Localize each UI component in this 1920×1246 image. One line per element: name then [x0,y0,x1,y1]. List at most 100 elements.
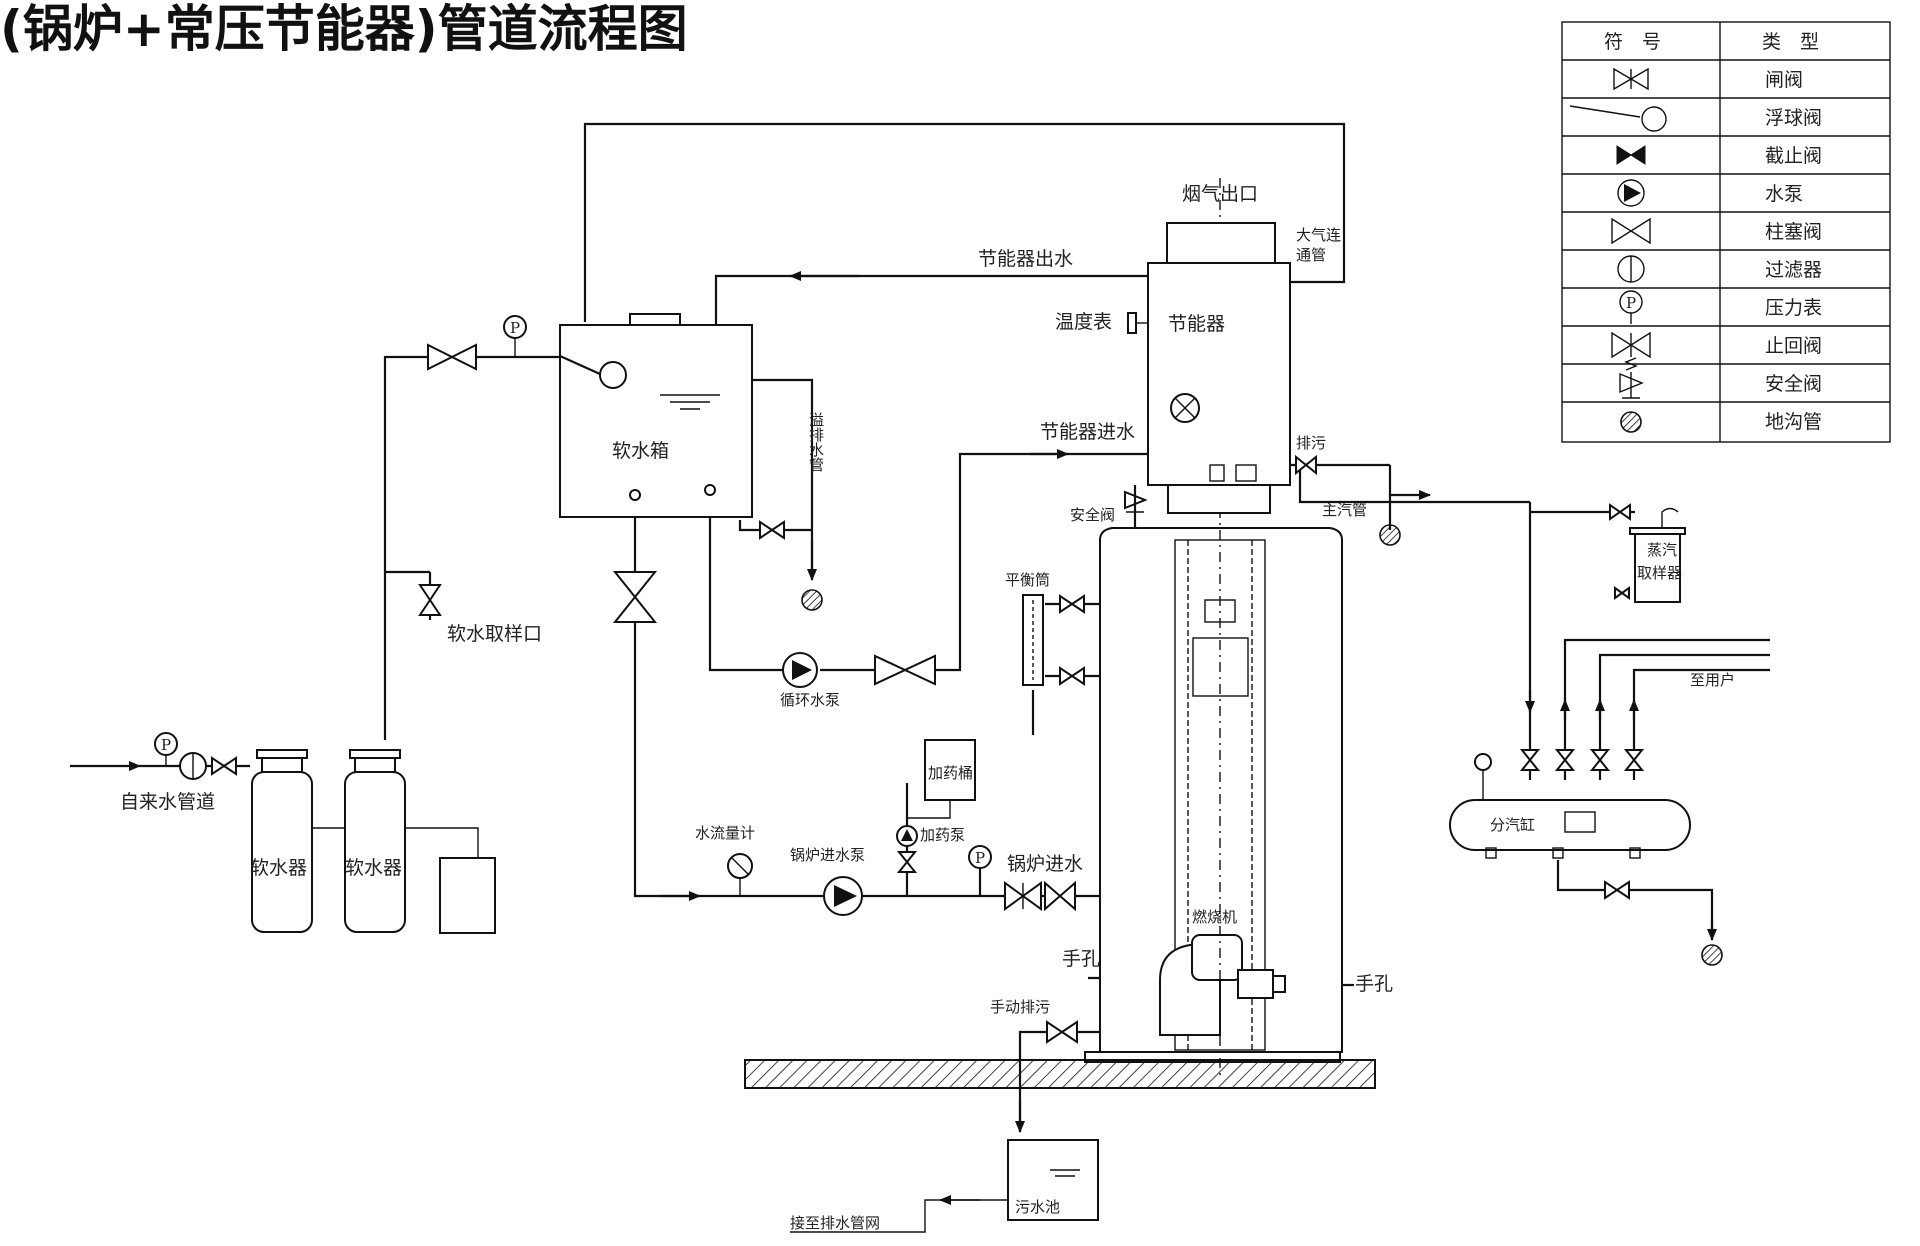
feed-pump-label: 锅炉进水泵 [790,846,865,864]
header-valve-2 [1554,749,1576,771]
stop-valve-icon [1616,145,1646,165]
gate-valve-icon [1613,67,1649,91]
handhole-left-label: 手孔 [1062,948,1100,970]
economizer-out-label: 节能器出水 [978,248,1073,270]
flowmeter: 水流量计 [695,824,755,896]
safety-valve-icon [1619,357,1644,399]
tank-outlet-plunger-valve [612,571,658,623]
legend-type-2: 截止阀 [1765,145,1822,167]
economizer-drain-valve [1295,454,1317,476]
economizer-in-label: 节能器进水 [1040,421,1135,443]
float-valve [559,354,627,389]
burner-label: 燃烧机 [1192,908,1237,926]
boiler-safety-valve: 安全阀 [1070,485,1148,528]
handhole-right-label: 手孔 [1355,973,1393,995]
balance-column: 平衡筒 [1005,571,1085,686]
economizer: 烟气出口 节能器 [1147,183,1291,514]
boiler: 燃烧机 手孔 手孔 [1062,527,1393,1063]
thermometer [1127,312,1148,334]
legend-type-6: 压力表 [1765,297,1822,319]
manual-blow-label: 手动排污 [990,998,1050,1016]
sewage-pool: 污水池 [1007,1139,1099,1221]
sewage-label: 排污 [1296,434,1326,452]
balance-label: 平衡筒 [1005,571,1050,589]
legend-header-type: 类 型 [1762,31,1819,53]
steam-sampler: 蒸汽 取样器 [1609,503,1686,603]
circulation-pump: 循环水泵 [780,652,840,709]
atmos-vent-label: 大气连 [1296,226,1341,244]
blowdown-valve-1 [1046,1020,1078,1044]
tap-water-filter [179,752,207,780]
flue-outlet-label: 烟气出口 [1182,183,1258,205]
floor-drain-2 [1379,524,1401,546]
tap-water-pressure-gauge: P [154,732,178,766]
sewage-pool-label: 污水池 [1015,1198,1060,1216]
p-letter-2: P [510,319,520,337]
legend-type-0: 闸阀 [1765,69,1803,91]
tap-water-gate-valve [211,756,237,776]
flowmeter-label: 水流量计 [695,824,755,842]
steam-header: 分汽缸 [1449,753,1691,859]
water-pump-icon [1617,179,1645,207]
header-valve-4 [1623,749,1645,771]
plunger-valve-icon [1611,217,1651,245]
overflow-gate-valve [759,520,785,540]
to-drain-label: 接至排水管网 [790,1214,880,1232]
legend-type-3: 水泵 [1765,183,1803,205]
legend-p-letter: P [1626,294,1636,312]
tap-water-label: 自来水管道 [120,791,215,813]
safety-valve-label: 安全阀 [1070,506,1115,524]
brine-tank [439,857,496,934]
dosing-pump-label: 加药泵 [920,826,965,844]
page-title: (锅炉+常压节能器)管道流程图 [0,0,688,58]
soft-water-tank: 软水箱 [559,313,753,518]
boiler-in-label: 锅炉进水 [1007,853,1083,875]
softener-1-label: 软水器 [250,857,307,879]
dosing-tank [924,739,976,801]
pressure-gauge-icon: P [1619,290,1643,324]
feed-pump: 锅炉进水泵 [790,846,865,916]
steam-sampler-label-1: 蒸汽 [1647,541,1677,559]
legend-type-4: 柱塞阀 [1765,221,1822,243]
soft-line-plunger-valve [427,343,477,371]
legend-type-8: 安全阀 [1765,373,1822,395]
soft-tank-label: 软水箱 [612,440,669,462]
legend-header-symbol: 符 号 [1604,31,1661,53]
atmos-vent-label-2: 通管 [1296,246,1326,264]
ground-slab [744,1059,1376,1089]
economizer-label: 节能器 [1168,313,1225,335]
header-valve-1 [1519,749,1541,771]
thermometer-label: 温度表 [1055,311,1112,333]
dosing-valve [896,851,918,873]
floor-drain-3 [1701,944,1723,966]
legend-type-9: 地沟管 [1765,411,1822,433]
legend-type-5: 过滤器 [1765,259,1822,281]
legend-type-1: 浮球阀 [1765,107,1822,129]
to-user-label: 至用户 [1690,671,1735,689]
dosing-tank-label: 加药桶 [928,764,973,782]
soft-line-pressure-gauge: P [503,315,527,357]
overflow-label: 溢排水管 [807,412,825,472]
softener-2-label: 软水器 [345,857,402,879]
circ-pump-label: 循环水泵 [780,691,840,709]
soft-sample-valve [418,584,442,616]
header-valve-3 [1589,749,1611,771]
filter-icon [1617,255,1645,283]
main-steam-label: 主汽管 [1322,501,1367,519]
circulation-plunger-valve [874,654,936,686]
legend-type-7: 止回阀 [1765,335,1822,357]
feed-gate-valve [1044,880,1076,912]
softener-1: 软水器 [250,749,313,933]
dosing-pump: 加药泵 [896,825,965,847]
floor-drain-1 [801,589,823,611]
legend-table: 符 号 类 型 P [1561,21,1891,443]
p-letter-1: P [161,736,171,754]
feed-pressure-gauge: P [968,845,992,869]
floor-drain-icon [1620,411,1642,433]
steam-sampler-label-2: 取样器 [1637,564,1682,582]
softener-2: 软水器 [344,749,406,933]
header-label: 分汽缸 [1490,816,1535,834]
soft-sample-label: 软水取样口 [447,623,542,645]
header-drain-valve [1604,880,1630,900]
